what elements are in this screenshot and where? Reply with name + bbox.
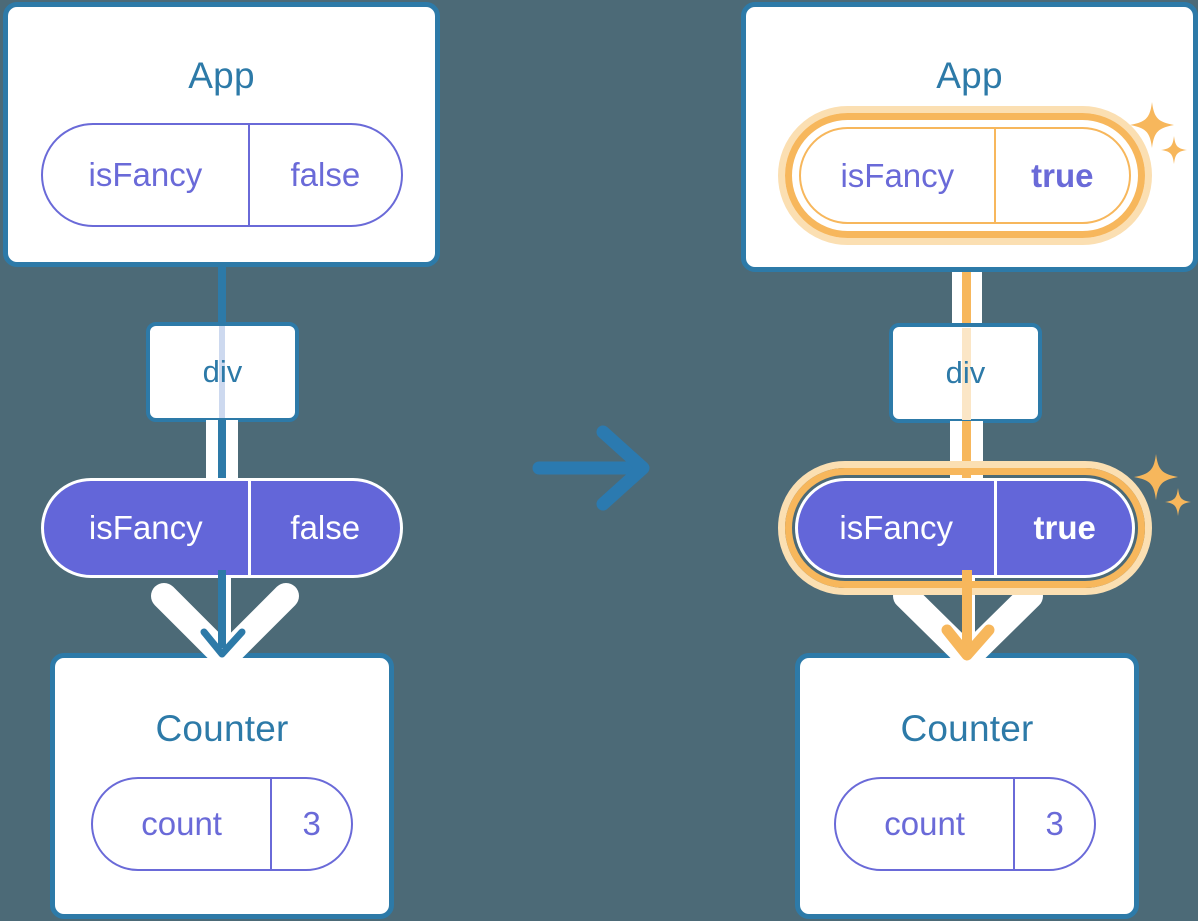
props-flow-arrowhead-right	[940, 615, 996, 667]
connector-through-div-right	[962, 328, 971, 420]
counter-state-pill-left[interactable]: count 3	[91, 777, 353, 871]
connector-through-div-left	[219, 326, 225, 418]
counter-state-pill-value: 3	[270, 779, 351, 869]
counter-state-pill-value: 3	[1013, 779, 1094, 869]
div-node-label: div	[945, 355, 986, 390]
connector-div-to-props-core-left	[218, 420, 226, 495]
props-flow-arrow-core-right	[962, 570, 972, 650]
counter-card-title: Counter	[900, 708, 1034, 749]
app-state-pill-value: true	[993, 129, 1129, 222]
app-state-pill-name: isFancy	[840, 156, 955, 194]
sparkle-icon-group-app-right	[1128, 100, 1190, 172]
props-pill-left[interactable]: isFancy false	[41, 478, 403, 578]
div-node-label: div	[202, 354, 243, 389]
counter-card-title: Counter	[155, 708, 289, 749]
app-card-title: App	[936, 55, 1003, 96]
app-state-pill-right[interactable]: isFancy true	[799, 127, 1131, 224]
props-flow-arrowhead-left	[198, 618, 248, 664]
app-state-pill-value: false	[247, 125, 401, 225]
connector-div-to-props-core-right	[962, 421, 971, 496]
arrow-right-icon	[525, 418, 665, 518]
props-pill-right[interactable]: isFancy true	[795, 478, 1135, 578]
counter-state-pill-right[interactable]: count 3	[834, 777, 1096, 871]
props-pill-value: true	[994, 481, 1132, 575]
counter-state-pill-name: count	[884, 805, 965, 842]
counter-state-pill-name: count	[141, 805, 222, 842]
app-state-pill-left[interactable]: isFancy false	[41, 123, 403, 227]
app-state-pill-name: isFancy	[88, 156, 203, 193]
props-pill-value: false	[247, 481, 400, 575]
props-pill-name: isFancy	[839, 509, 954, 546]
props-flow-arrow-core-left	[218, 570, 226, 648]
counter-card-left: Counter	[50, 653, 394, 919]
connector-app-to-div-left	[218, 262, 226, 326]
sparkle-icon-group-props-right	[1132, 452, 1194, 524]
connector-app-to-div-core-right	[962, 228, 971, 328]
app-card-title: App	[188, 55, 255, 96]
props-pill-name: isFancy	[88, 509, 203, 546]
